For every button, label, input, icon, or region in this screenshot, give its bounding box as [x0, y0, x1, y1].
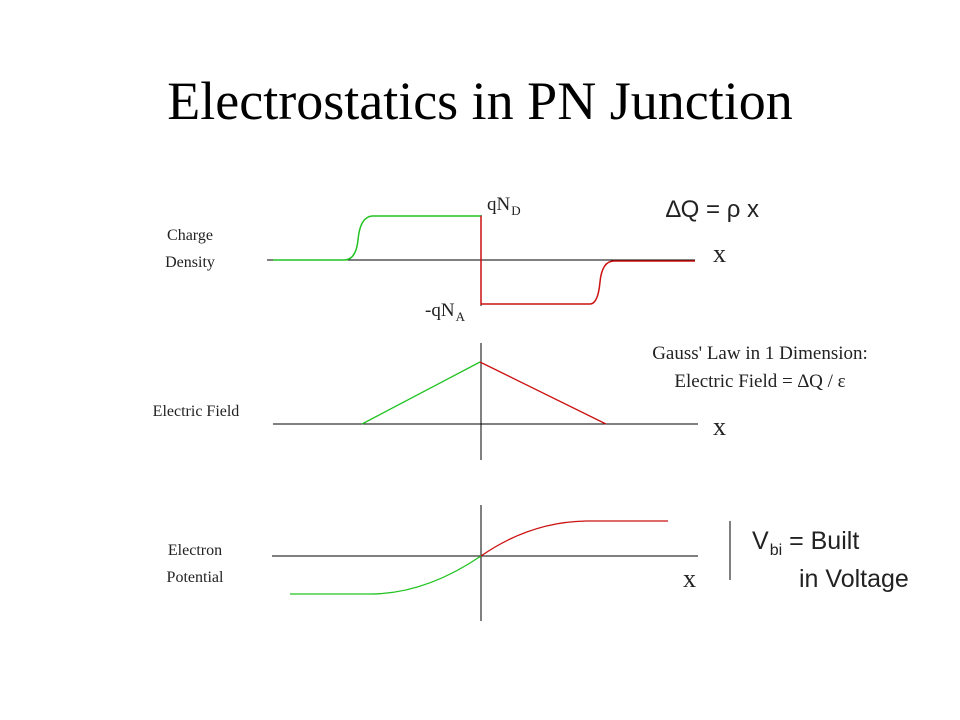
- gauss-law-line2: Electric Field = ∆Q / ε: [674, 371, 846, 392]
- charge-density-label-line2: Density: [165, 254, 215, 271]
- gauss-law-line1: Gauss' Law in 1 Dimension:: [652, 343, 868, 364]
- vbi-line2: in Voltage: [799, 565, 909, 593]
- qnd-label: qND: [487, 194, 521, 218]
- electron-potential-label-line2: Potential: [166, 569, 224, 586]
- qna-sub: A: [455, 309, 465, 324]
- vbi-text1: = Built: [782, 527, 860, 555]
- n-side-field-line: [479, 361, 607, 425]
- slide-title: Electrostatics in PN Junction: [167, 71, 793, 131]
- p-side-field-line: [361, 361, 481, 425]
- gauss-law-text: Gauss' Law in 1 Dimension: Electric Fiel…: [610, 340, 910, 396]
- charge-density-x-label: x: [713, 239, 726, 268]
- electron-potential-label-line1: Electron: [167, 542, 223, 559]
- qnd-sub: D: [511, 203, 521, 218]
- p-side-charge-curve: [273, 215, 481, 261]
- electric-field-x-label: x: [713, 412, 726, 441]
- p-side-potential-curve: [290, 555, 482, 595]
- vbi-sub: bi: [769, 542, 783, 559]
- charge-density-label: Charge Density: [140, 222, 240, 276]
- electron-potential-x-label: x: [683, 564, 696, 593]
- n-side-potential-curve: [480, 520, 668, 557]
- charge-equation: ∆Q = ρ x: [666, 196, 760, 223]
- qnd-main: qN: [487, 194, 511, 215]
- qna-main: -qN: [425, 300, 455, 321]
- vbi-label: Vbi = Built in Voltage: [752, 524, 909, 596]
- vbi-main: V: [752, 527, 769, 555]
- electric-field-label: Electric Field: [152, 403, 240, 420]
- vbi-line1: Vbi = Built: [752, 524, 909, 562]
- electron-potential-label: Electron Potential: [145, 537, 245, 591]
- qna-label: -qNA: [425, 300, 465, 324]
- charge-density-label-line1: Charge: [167, 227, 213, 244]
- n-side-charge-curve: [480, 216, 695, 305]
